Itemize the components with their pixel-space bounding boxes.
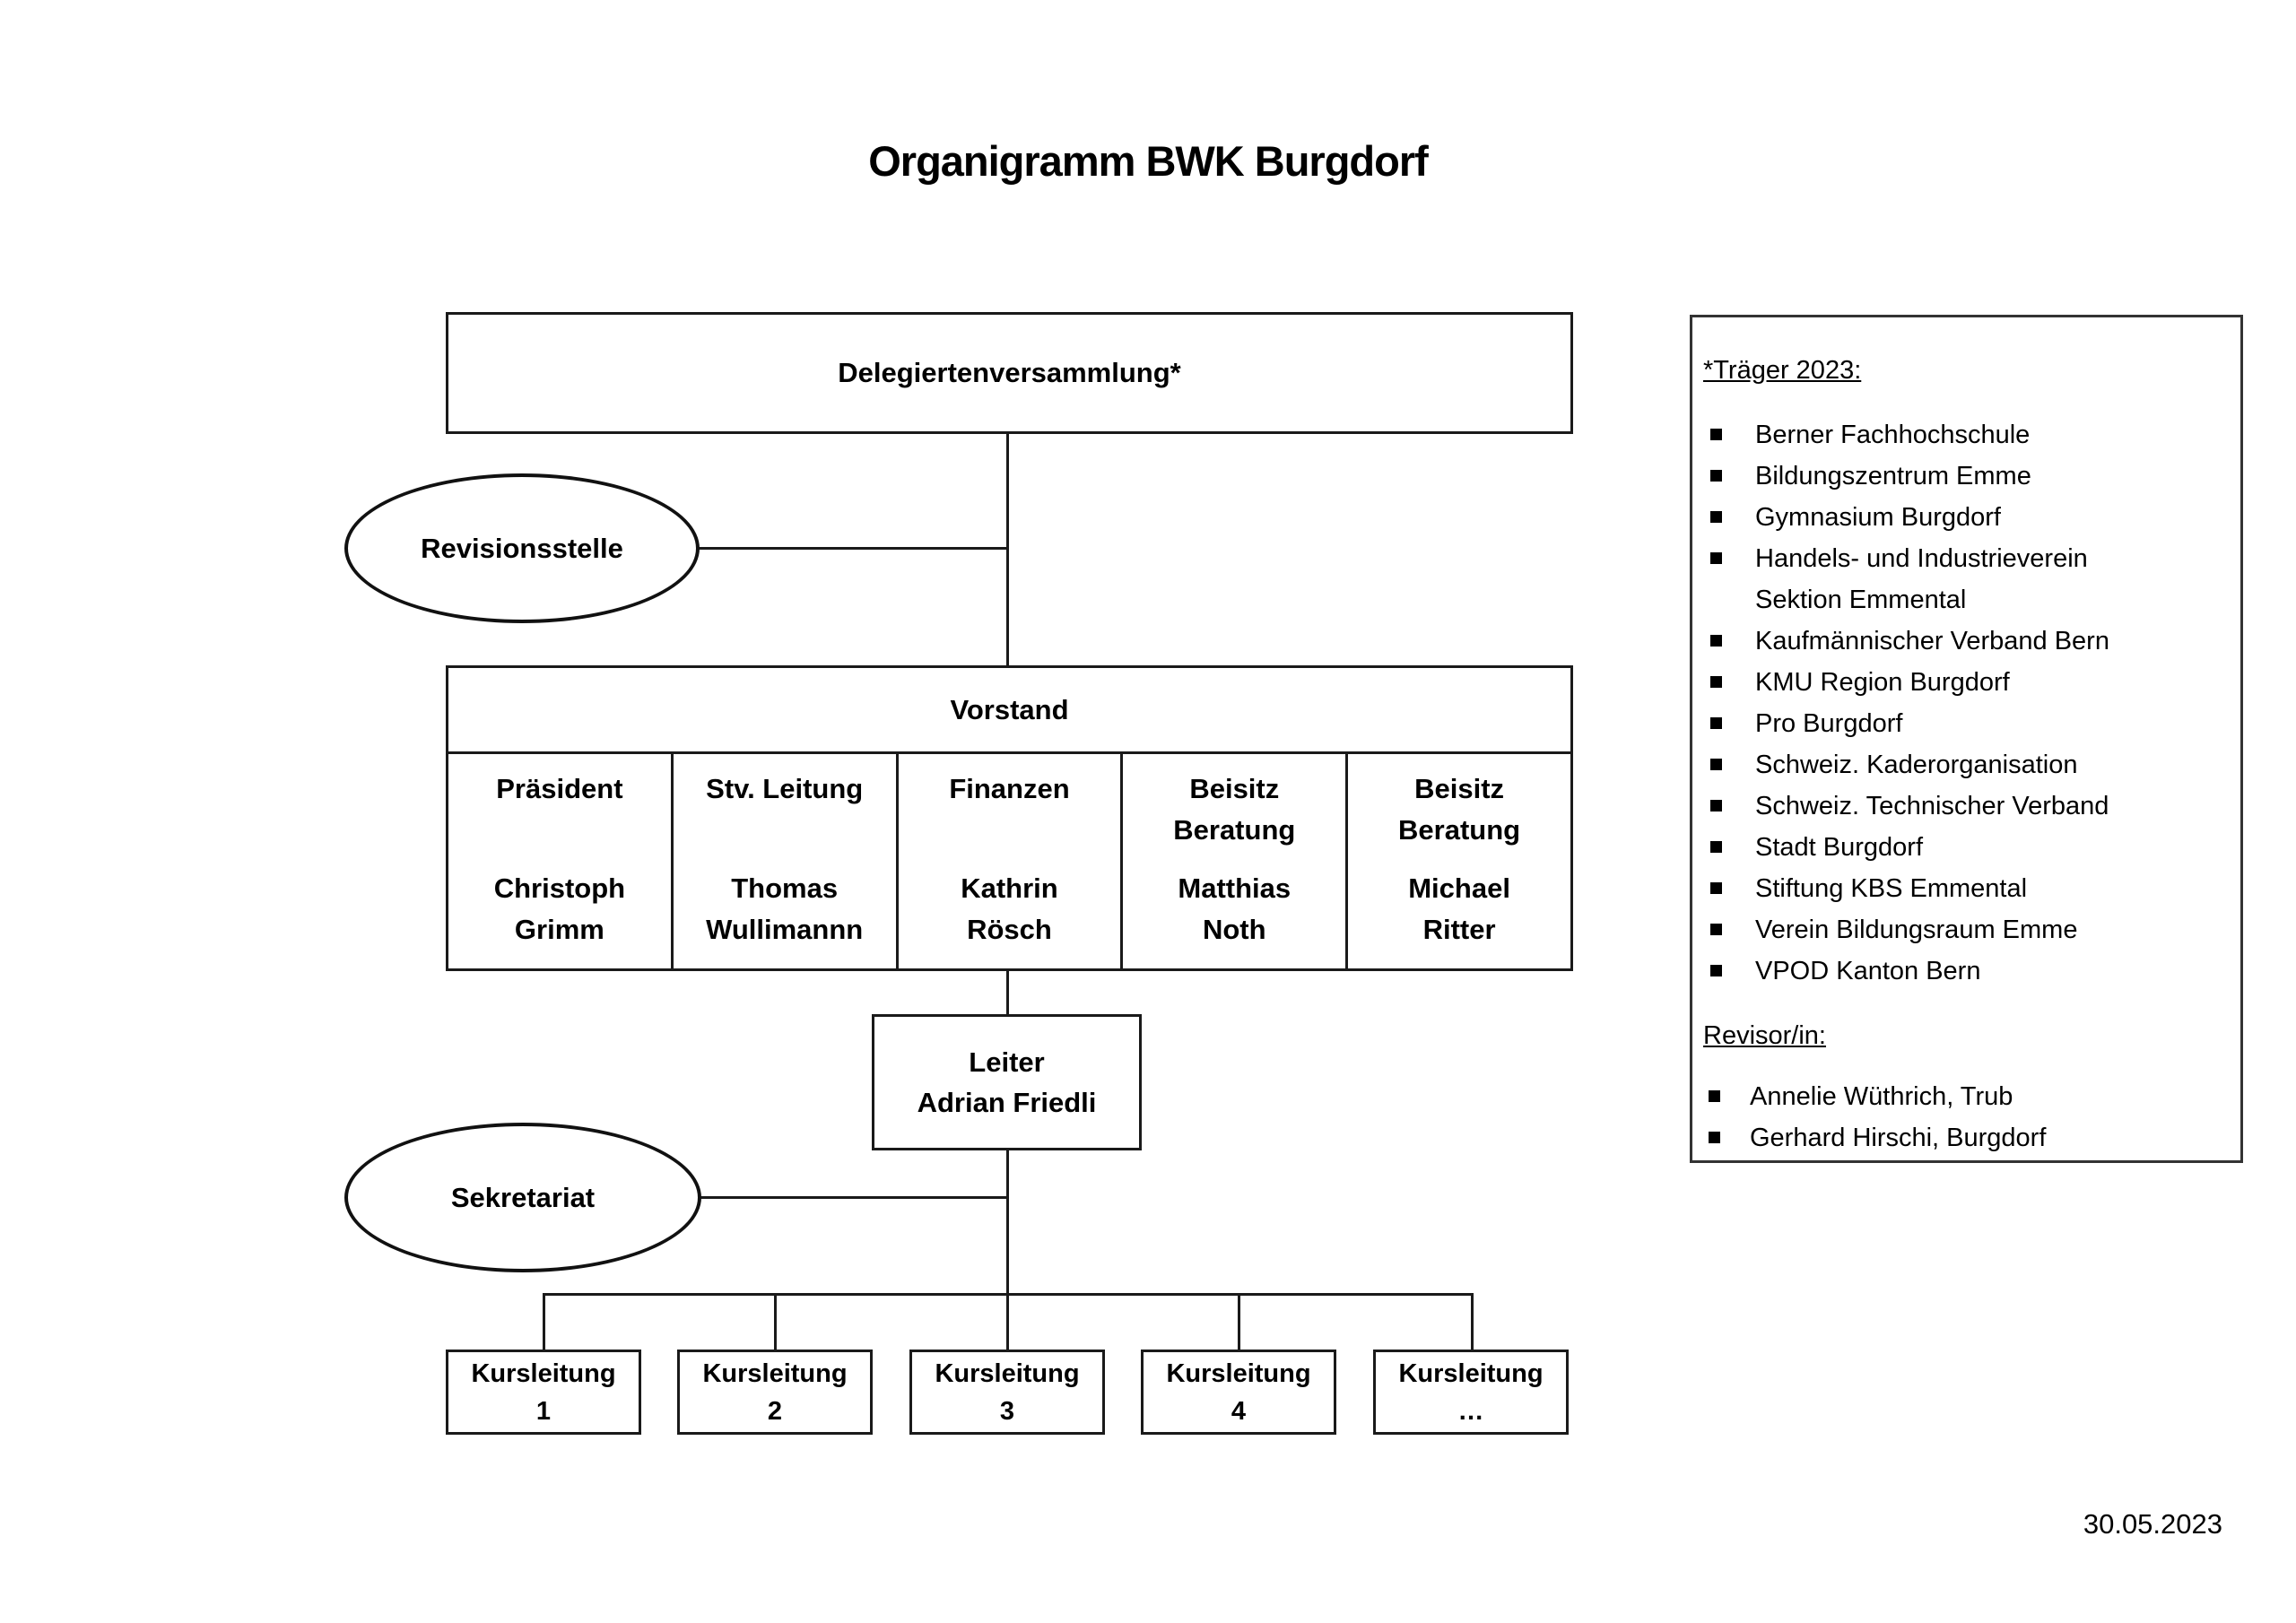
bullet-square-icon <box>1710 882 1722 894</box>
bullet-square-icon <box>1710 717 1722 729</box>
list-item: Stadt Burgdorf <box>1703 827 2221 868</box>
bullet-square-icon <box>1710 552 1722 564</box>
connector-line <box>700 1196 1009 1199</box>
list-item: Gymnasium Burgdorf <box>1703 497 2221 538</box>
traeger-list: Berner Fachhochschule Bildungszentrum Em… <box>1703 414 2221 992</box>
name-label: Kathrin Rösch <box>961 872 1058 945</box>
kursleitung-box-3: Kursleitung 3 <box>909 1350 1105 1435</box>
delegates-assembly-box: Delegiertenversammlung* <box>446 312 1573 434</box>
vorstand-box: Vorstand Präsident Christoph Grimm Stv. … <box>446 665 1573 971</box>
kursleitung-label: Kursleitung <box>1166 1358 1311 1388</box>
list-item: Schweiz. Technischer Verband <box>1703 785 2221 827</box>
kursleitung-label: Kursleitung <box>1398 1358 1544 1388</box>
bullet-square-icon <box>1710 800 1722 812</box>
list-item: Stiftung KBS Emmental <box>1703 868 2221 909</box>
vorstand-column-beisitz-2: Beisitz Beratung Michael Ritter <box>1345 754 1570 968</box>
connector-line <box>543 1293 545 1350</box>
kursleitung-number: 1 <box>535 1396 552 1426</box>
leiter-name-label: Adrian Friedli <box>917 1087 1097 1118</box>
role-label: Beisitz Beratung <box>1398 773 1521 846</box>
list-item: Schweiz. Kaderorganisation <box>1703 744 2221 785</box>
role-label: Beisitz Beratung <box>1173 773 1296 846</box>
leiter-role-label: Leiter <box>969 1046 1045 1078</box>
connector-line <box>698 547 1009 550</box>
connector-line <box>1006 434 1009 665</box>
revisor-list: Annelie Wüthrich, Trub Gerhard Hirschi, … <box>1703 1076 2221 1159</box>
revisionsstelle-ellipse: Revisionsstelle <box>344 473 700 623</box>
bullet-square-icon <box>1709 1090 1720 1102</box>
vorstand-column-praesident: Präsident Christoph Grimm <box>448 754 671 968</box>
connector-line <box>1006 1150 1009 1296</box>
list-item: Annelie Wüthrich, Trub <box>1703 1076 2221 1117</box>
sekretariat-label: Sekretariat <box>450 1181 596 1213</box>
bullet-square-icon <box>1710 676 1722 688</box>
connector-line <box>774 1293 777 1350</box>
connector-line <box>1471 1293 1474 1350</box>
revisionsstelle-label: Revisionsstelle <box>421 532 623 564</box>
kursleitung-number: 2 <box>767 1396 783 1426</box>
role-label: Präsident <box>496 773 623 804</box>
kursleitung-box-5: Kursleitung … <box>1373 1350 1569 1435</box>
list-item: Kaufmännischer Verband Bern <box>1703 621 2221 662</box>
date-label: 30.05.2023 <box>2083 1508 2222 1540</box>
connector-line <box>1006 971 1009 1014</box>
bullet-square-icon <box>1710 965 1722 976</box>
delegates-assembly-label: Delegiertenversammlung* <box>838 357 1181 388</box>
vorstand-header: Vorstand <box>448 668 1570 754</box>
name-label: Michael Ritter <box>1408 872 1510 945</box>
page-title: Organigramm BWK Burgdorf <box>868 137 1429 185</box>
kursleitung-number: … <box>1457 1396 1484 1426</box>
bullet-square-icon <box>1710 470 1722 482</box>
name-label: Matthias Noth <box>1178 872 1292 945</box>
list-item: Verein Bildungsraum Emme <box>1703 909 2221 950</box>
role-label: Stv. Leitung <box>706 773 864 804</box>
kursleitung-label: Kursleitung <box>702 1358 848 1388</box>
list-item: Gerhard Hirschi, Burgdorf <box>1703 1117 2221 1159</box>
bullet-square-icon <box>1710 924 1722 935</box>
kursleitung-box-4: Kursleitung 4 <box>1141 1350 1336 1435</box>
name-label: Thomas Wullimannn <box>706 872 864 945</box>
vorstand-column-finanzen: Finanzen Kathrin Rösch <box>895 754 1121 968</box>
bullet-square-icon <box>1710 511 1722 523</box>
connector-line <box>1238 1293 1240 1350</box>
list-item: Pro Burgdorf <box>1703 703 2221 744</box>
leiter-box: Leiter Adrian Friedli <box>872 1014 1142 1150</box>
kursleitung-box-2: Kursleitung 2 <box>677 1350 873 1435</box>
kursleitung-label: Kursleitung <box>935 1358 1080 1388</box>
role-label: Finanzen <box>949 773 1070 804</box>
bullet-square-icon <box>1709 1132 1720 1143</box>
vorstand-column-stv-leitung: Stv. Leitung Thomas Wullimannn <box>670 754 896 968</box>
bullet-square-icon <box>1710 759 1722 770</box>
list-item: VPOD Kanton Bern <box>1703 950 2221 992</box>
vorstand-columns: Präsident Christoph Grimm Stv. Leitung T… <box>448 754 1570 968</box>
list-item: Bildungszentrum Emme <box>1703 456 2221 497</box>
kursleitung-box-1: Kursleitung 1 <box>446 1350 641 1435</box>
list-item: KMU Region Burgdorf <box>1703 662 2221 703</box>
bullet-square-icon <box>1710 635 1722 647</box>
connector-line <box>1006 1293 1009 1350</box>
bullet-square-icon <box>1710 429 1722 440</box>
list-item: Berner Fachhochschule <box>1703 414 2221 456</box>
sekretariat-ellipse: Sekretariat <box>344 1123 701 1272</box>
kursleitung-number: 3 <box>999 1396 1015 1426</box>
traeger-heading: *Träger 2023: <box>1703 356 1862 385</box>
list-item: Handels- und Industrieverein Sektion Emm… <box>1703 538 2221 621</box>
traeger-panel: *Träger 2023: Berner Fachhochschule Bild… <box>1690 315 2243 1163</box>
revisor-heading: Revisor/in: <box>1703 1021 1826 1050</box>
kursleitung-number: 4 <box>1231 1396 1247 1426</box>
name-label: Christoph Grimm <box>493 872 626 945</box>
vorstand-column-beisitz-1: Beisitz Beratung Matthias Noth <box>1120 754 1345 968</box>
kursleitung-label: Kursleitung <box>471 1358 616 1388</box>
bullet-square-icon <box>1710 841 1722 853</box>
